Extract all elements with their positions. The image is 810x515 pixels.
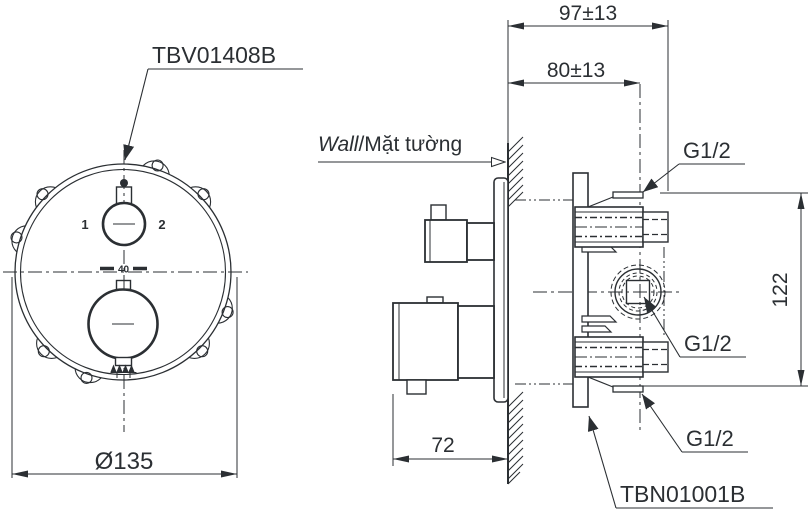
thread-callout-bottom: G1/2	[641, 393, 748, 453]
trim-part-callout: TBV01408B	[123, 42, 303, 161]
side-view: Wall/Mặt tường	[318, 2, 808, 509]
lug-holes	[10, 159, 234, 384]
dimension-122: 122	[613, 192, 808, 387]
thread-bottom-label: G1/2	[686, 426, 734, 451]
dim-80-value: 80±13	[547, 59, 605, 82]
diameter-value: Ø135	[95, 448, 154, 475]
dimension-72: 72	[392, 394, 508, 466]
thread-callout-middle: G1/2	[643, 296, 746, 358]
temp-stop-label: 40	[118, 265, 130, 276]
trim-part-number: TBV01408B	[152, 42, 276, 68]
knob-number-1: 1	[81, 217, 88, 232]
pipe-bottom	[574, 315, 669, 393]
bottom-knob	[87, 279, 159, 378]
plate-inner-circle	[19, 168, 227, 376]
wall-label-en: Wall	[318, 133, 360, 156]
wall-label: Wall/Mặt tường	[318, 133, 462, 156]
handle-top	[424, 204, 495, 263]
thread-callout-top: G1/2	[642, 138, 745, 193]
front-view: 1 2 40 Ø135 TBV01408B	[3, 42, 303, 478]
temp-stop-marker: 40	[100, 265, 147, 276]
dimension-97: 97±13	[508, 2, 669, 191]
thread-middle-label: G1/2	[684, 331, 732, 356]
dim-72-value: 72	[431, 434, 454, 457]
wall-hatch-bottom	[507, 391, 524, 485]
bottom-knob-grip	[114, 356, 133, 367]
dimension-80: 80±13	[508, 59, 640, 87]
valve-part-callout: TBN01001B	[587, 415, 773, 509]
plate-side-profile	[493, 177, 509, 403]
top-knob: 1 2	[81, 179, 166, 247]
thread-top-label: G1/2	[683, 138, 731, 163]
knob-number-2: 2	[158, 217, 165, 232]
valve-part-number: TBN01001B	[620, 481, 745, 507]
pipe-top	[574, 191, 669, 253]
handle-bottom	[392, 296, 495, 395]
dimension-diameter: Ø135	[11, 277, 238, 478]
wall-label-vi: /Mặt tường	[358, 133, 462, 156]
wall-hatch-top	[507, 136, 524, 208]
dim-97-value: 97±13	[559, 2, 617, 25]
dim-122-value: 122	[769, 272, 792, 307]
grip-serration	[110, 364, 137, 373]
knob-stem-dot	[120, 179, 128, 187]
outlet-port	[610, 264, 666, 320]
valve-body	[572, 172, 669, 408]
